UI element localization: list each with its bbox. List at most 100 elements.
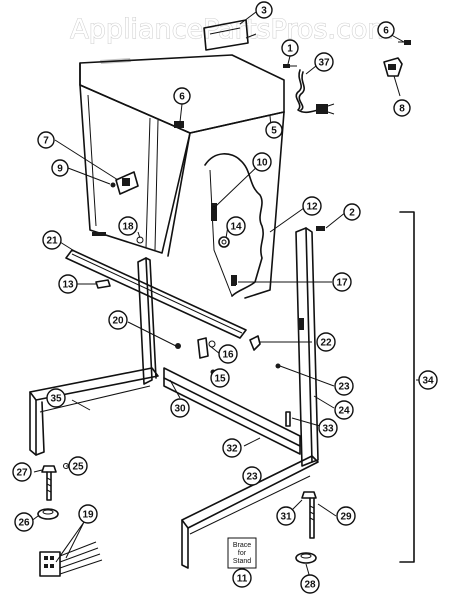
screw-part-6 [398,40,411,45]
brace-for-stand-note: Brace for Stand [227,537,257,569]
callout-label: 2 [349,208,355,219]
callout-label: 31 [280,512,292,523]
callout-circle [318,418,338,438]
callout-circle [226,216,246,236]
callout-13: 13 [58,274,78,294]
callout-11: 11 [232,568,252,588]
callout-circle [334,400,354,420]
callout-12: 12 [302,196,322,216]
callout-20: 20 [108,310,128,330]
note-line-3: Stand [233,558,251,565]
callout-label: 30 [174,404,186,415]
callout-circle [334,376,354,396]
screw-part-9 [110,182,116,188]
callout-circle [68,456,88,476]
callout-24: 24 [334,400,354,420]
cabinet-part [79,54,285,299]
right-stand-frame [181,227,319,569]
callout-35: 35 [46,388,66,408]
callout-label: 17 [336,278,348,289]
callout-label: 33 [322,424,334,435]
callout-circle [314,52,334,72]
callout-label: 23 [338,382,350,393]
callout-8: 8 [393,99,411,117]
callout-circle [218,344,238,364]
note-line-1: Brace [233,542,251,549]
callout-circle [37,131,55,149]
callout-2: 2 [343,203,361,221]
power-cord-part [295,69,335,115]
callout-label: 14 [230,222,242,233]
clip-part-13 [95,279,111,289]
callout-6: 6 [173,87,191,105]
callout-label: 25 [72,462,84,473]
callout-label: 6 [179,92,185,103]
callout-label: 11 [237,574,248,585]
callout-23: 23 [242,466,262,486]
leader-lines [29,11,426,579]
callout-label: 24 [338,406,350,417]
callout-circle [210,368,230,388]
callout-6: 6 [377,21,395,39]
group-bracket-34 [399,211,415,563]
callout-circle [418,370,438,390]
callout-label: 13 [62,280,74,291]
callout-label: 22 [320,338,332,349]
callout-circle [377,21,395,39]
callout-circle [42,230,62,250]
callout-3: 3 [255,1,273,19]
callout-37: 37 [314,52,334,72]
callout-label: 16 [222,350,234,361]
screw-part-1 [283,64,297,68]
callout-circle [170,398,190,418]
callout-7: 7 [37,131,55,149]
callout-31: 31 [276,506,296,526]
callout-circle [46,388,66,408]
callout-25: 25 [68,456,88,476]
callout-23: 23 [334,376,354,396]
left-stand-frame [29,257,159,456]
callout-32: 32 [222,438,242,458]
callout-label: 12 [306,202,318,213]
callout-label: 3 [261,6,267,17]
callout-19: 19 [78,504,98,524]
callout-26: 26 [14,512,34,532]
callout-33: 33 [318,418,338,438]
callout-label: 1 [287,44,293,55]
callout-label: 7 [43,136,49,147]
callout-label: 23 [246,472,258,483]
callout-14: 14 [226,216,246,236]
callout-9: 9 [51,159,69,177]
callout-circle [78,504,98,524]
callout-10: 10 [252,152,272,172]
callout-21: 21 [42,230,62,250]
callout-29: 29 [336,506,356,526]
bracket-part-7 [115,171,139,195]
screw-part-20 [175,343,181,349]
callout-label: 20 [112,316,124,327]
top-bracket-part [203,19,249,51]
callout-label: 27 [16,468,28,479]
screw-part-2 [316,226,325,231]
callout-circle [118,216,138,236]
callout-label: 32 [226,444,238,455]
leveling-leg-right [295,491,317,564]
callout-circle [222,438,242,458]
callout-circle [242,466,262,486]
callout-circle [252,152,272,172]
screw-part-33 [285,411,291,427]
callout-label: 19 [82,510,94,521]
callout-circle [255,1,273,19]
callout-label: 37 [318,58,330,69]
leveling-leg-left [37,463,69,520]
callout-circle [316,332,336,352]
wire-harness-part [39,541,103,577]
clip-part-22 [249,335,261,351]
clip-part-8 [383,57,403,77]
callout-circle [276,506,296,526]
callout-circle [393,99,411,117]
callout-label: 6 [383,26,389,37]
callout-label: 28 [304,580,316,591]
callout-circle [51,159,69,177]
